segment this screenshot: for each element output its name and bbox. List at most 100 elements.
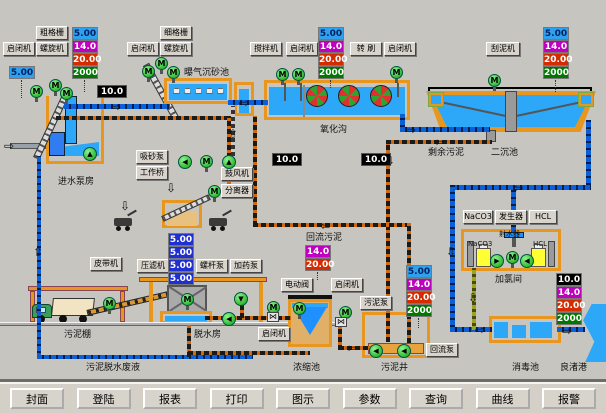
equipment-button[interactable]: 鼓风机 bbox=[221, 167, 253, 181]
equipment-button[interactable]: 发生器 bbox=[495, 210, 527, 224]
ground-line bbox=[0, 322, 340, 326]
motor-icon[interactable]: M bbox=[103, 297, 116, 314]
equipment-button[interactable]: 搅拌机 bbox=[250, 42, 282, 56]
menu-bar: 封面登陆报表打印图示参数查询曲线报警 bbox=[0, 382, 606, 413]
pipe bbox=[188, 351, 310, 355]
dewatering-frame-post bbox=[259, 282, 263, 322]
motor-icon[interactable]: M bbox=[30, 85, 43, 102]
equipment-button[interactable]: 启闭机 bbox=[258, 327, 290, 341]
motor-icon[interactable]: M bbox=[488, 74, 501, 91]
motor-icon[interactable]: M bbox=[390, 66, 403, 83]
value-readout: 5.00 bbox=[168, 246, 194, 259]
aerated-grit-chamber-tank bbox=[164, 78, 232, 104]
menu-button-图示[interactable]: 图示 bbox=[276, 388, 330, 409]
value-stack: 5.00 bbox=[9, 66, 35, 98]
pump-icon[interactable]: ▲ bbox=[83, 147, 97, 161]
text-label: NaCO3 bbox=[468, 240, 493, 248]
motor-icon[interactable]: M bbox=[49, 79, 62, 96]
pipe bbox=[231, 106, 235, 156]
pipe bbox=[253, 116, 257, 226]
equipment-button[interactable]: 螺旋机 bbox=[36, 42, 68, 56]
menu-button-查询[interactable]: 查询 bbox=[409, 388, 463, 409]
disinfection-tank bbox=[489, 316, 561, 343]
text-label: HCL bbox=[533, 240, 548, 248]
text-label: 剩余污泥 bbox=[428, 148, 465, 158]
equipment-button[interactable]: 启闭机 bbox=[127, 42, 159, 56]
equipment-button[interactable]: 回流泵 bbox=[426, 343, 458, 357]
text-label: 射水器 bbox=[499, 230, 520, 238]
menu-button-封面[interactable]: 封面 bbox=[10, 388, 64, 409]
equipment-button[interactable]: 污泥泵 bbox=[360, 296, 392, 310]
value-readout: 5.00 bbox=[168, 272, 194, 285]
equipment-button[interactable]: 启闭机 bbox=[286, 42, 318, 56]
equipment-button[interactable]: 启闭机 bbox=[3, 42, 35, 56]
value-readout: 20.00 bbox=[72, 53, 102, 66]
equipment-button[interactable]: 皮带机 bbox=[90, 257, 122, 271]
menu-button-打印[interactable]: 打印 bbox=[209, 388, 264, 409]
pump-icon[interactable]: ◀ bbox=[178, 155, 192, 169]
flow-arrow-icon: ⇨ bbox=[239, 96, 250, 110]
motor-icon[interactable]: M bbox=[155, 57, 168, 74]
menu-button-报警[interactable]: 报警 bbox=[542, 388, 596, 409]
equipment-button[interactable]: 启闭机 bbox=[384, 42, 416, 56]
motor-icon[interactable]: M bbox=[200, 155, 213, 172]
motor-icon[interactable]: M bbox=[292, 68, 305, 85]
pipe bbox=[228, 100, 268, 105]
pipe bbox=[450, 327, 492, 332]
value-readout: 20.00 bbox=[318, 53, 348, 66]
motor-icon[interactable]: M bbox=[181, 293, 194, 310]
flow-arrow-icon: ⇩ bbox=[120, 199, 131, 213]
pipe bbox=[56, 116, 230, 120]
equipment-button[interactable]: 电动阀 bbox=[281, 278, 313, 292]
motor-icon[interactable]: M bbox=[167, 66, 180, 83]
equipment-button[interactable]: 粗格栅 bbox=[36, 26, 68, 40]
equipment-button[interactable]: 细格栅 bbox=[160, 26, 192, 40]
equipment-button[interactable]: HCL bbox=[529, 210, 557, 224]
equipment-button[interactable]: 螺旋机 bbox=[160, 42, 192, 56]
equipment-button[interactable]: 吸砂泵 bbox=[136, 150, 168, 164]
equipment-button[interactable]: 刮泥机 bbox=[486, 42, 520, 56]
text-label: 进水泵房 bbox=[58, 177, 95, 187]
motor-icon[interactable]: M bbox=[208, 185, 221, 202]
flow-arrow-icon: ⇦ bbox=[346, 341, 357, 355]
flow-readout: 10.0 bbox=[272, 153, 302, 166]
pump-icon[interactable]: ▶ bbox=[490, 254, 504, 268]
valve-icon[interactable]: ⋈ bbox=[335, 317, 347, 327]
pump-icon[interactable]: ◀ bbox=[369, 344, 383, 358]
motor-icon[interactable]: M bbox=[506, 251, 519, 268]
menu-button-报表[interactable]: 报表 bbox=[143, 388, 197, 409]
menu-button-曲线[interactable]: 曲线 bbox=[475, 388, 530, 409]
valve-icon[interactable]: ⋈ bbox=[267, 312, 279, 322]
motor-icon[interactable]: M bbox=[276, 68, 289, 85]
pipe bbox=[472, 268, 476, 330]
pipe bbox=[386, 140, 492, 144]
equipment-button[interactable]: 分离器 bbox=[221, 184, 253, 198]
pump-icon[interactable]: ▼ bbox=[234, 292, 248, 306]
text-label: 氧化沟 bbox=[320, 125, 348, 135]
equipment-button[interactable]: 螺杆泵 bbox=[196, 259, 228, 273]
equipment-button[interactable]: 启闭机 bbox=[331, 278, 363, 292]
pipe bbox=[400, 114, 405, 132]
equipment-button[interactable]: 加药泵 bbox=[230, 259, 262, 273]
text-label: 消毒池 bbox=[512, 363, 540, 373]
pipe bbox=[557, 327, 585, 332]
menu-button-参数[interactable]: 参数 bbox=[342, 388, 397, 409]
pump-icon[interactable]: ▲ bbox=[222, 155, 236, 169]
value-readout: 20.00 bbox=[556, 299, 586, 312]
value-readout: 5.00 bbox=[72, 27, 98, 40]
motor-icon[interactable]: M bbox=[293, 302, 306, 319]
value-readout: 10.0 bbox=[556, 273, 582, 286]
motor-icon[interactable]: M bbox=[142, 65, 155, 82]
equipment-button[interactable]: 工作桥 bbox=[136, 166, 168, 180]
menu-button-登陆[interactable]: 登陆 bbox=[76, 388, 131, 409]
equipment-button[interactable]: 转 刷 bbox=[350, 42, 382, 56]
equipment-button[interactable]: NaCO3 bbox=[463, 210, 493, 224]
pump-icon[interactable]: ◀ bbox=[222, 312, 236, 326]
pump-icon[interactable]: ◀ bbox=[520, 254, 534, 268]
value-readout: 2000 bbox=[318, 66, 345, 79]
equipment-button[interactable]: 压滤机 bbox=[137, 259, 169, 273]
dewatering-frame-post bbox=[149, 282, 153, 322]
motor-icon[interactable]: M bbox=[60, 87, 73, 104]
pump-icon[interactable]: ◀ bbox=[397, 344, 411, 358]
